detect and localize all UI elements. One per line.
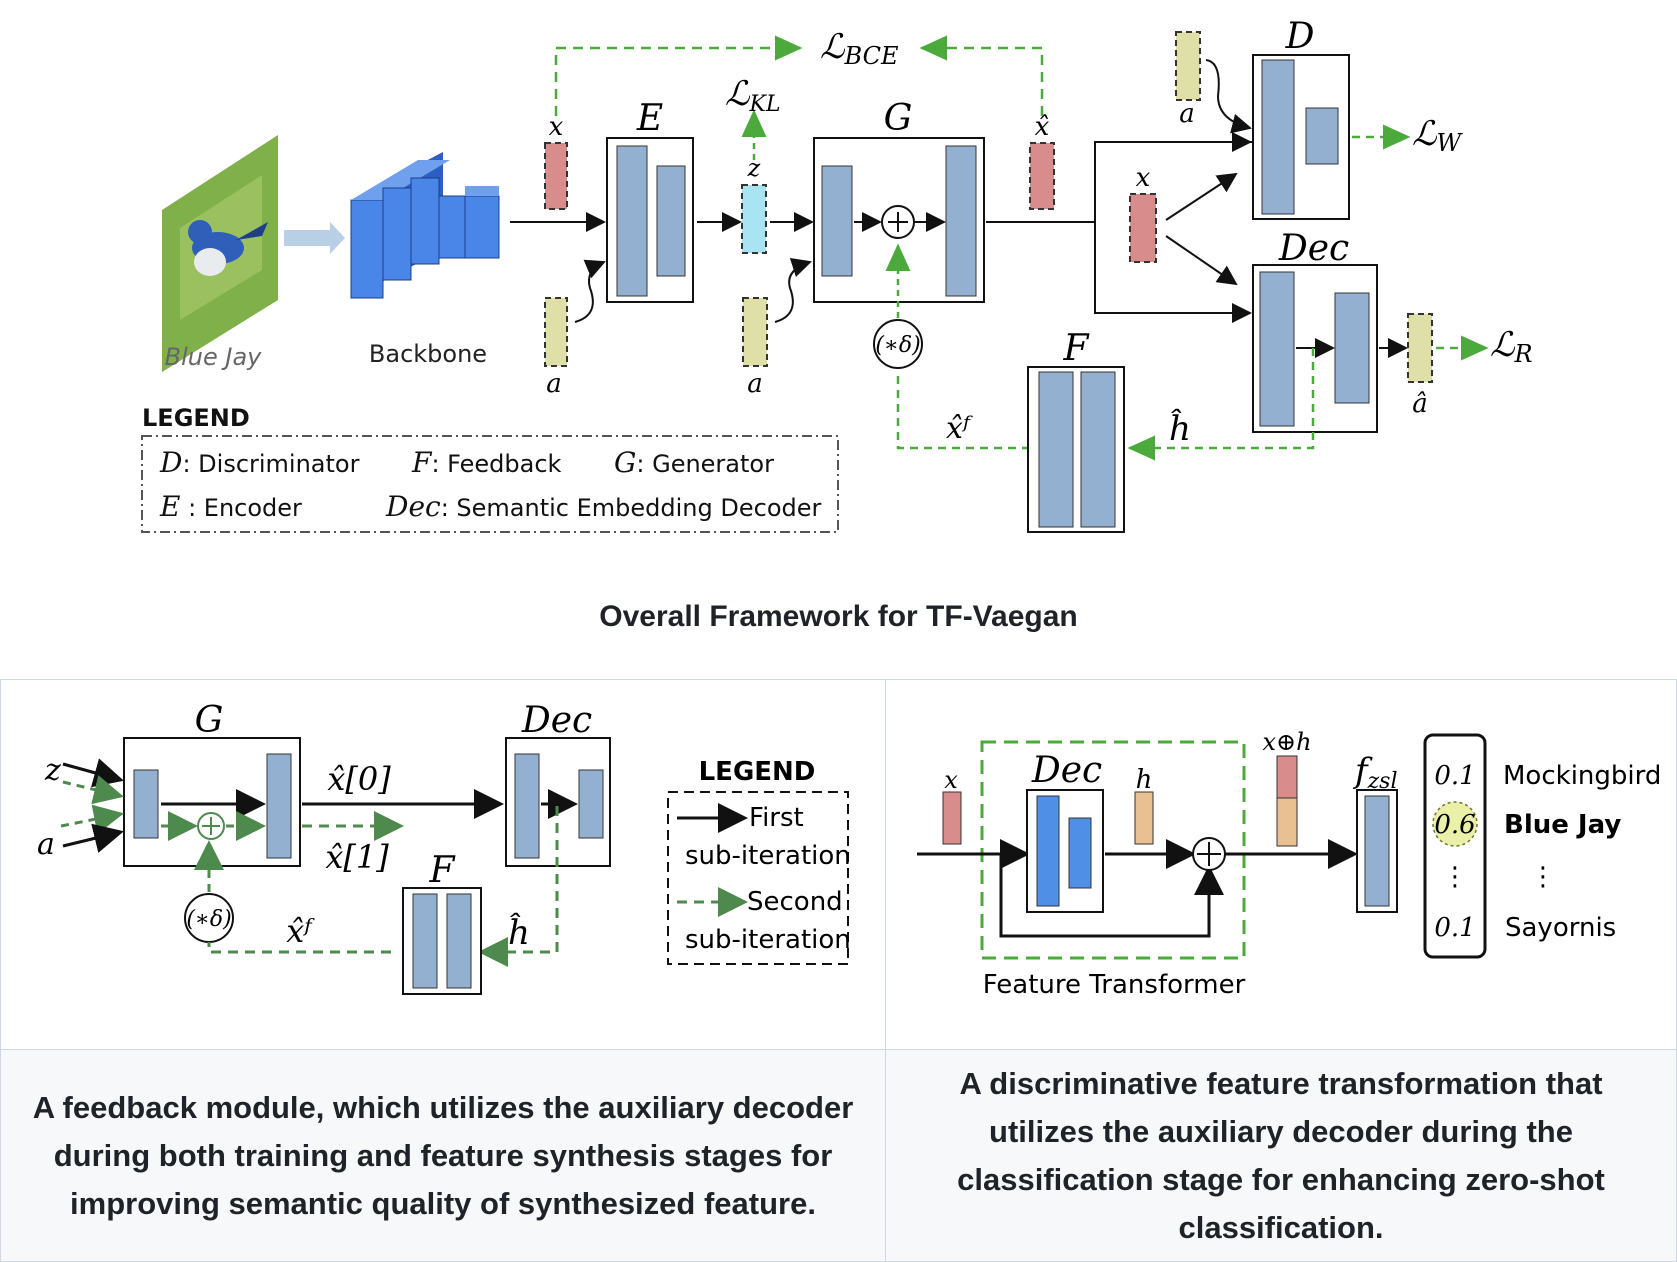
right-caption: A discriminative feature transformation … [885,1049,1677,1262]
rp-score-0: 0.1 [1434,761,1475,791]
generator-block [813,137,985,303]
rp-score-2: 0.1 [1434,913,1475,943]
delta-scaling [873,319,923,369]
feature-transformer-label: Feature Transformer [983,970,1246,1000]
svg-text:Dec: Semantic Embedding Decode: Dec: Semantic Embedding Decoder [385,490,821,523]
xhat-f-label: x̂ᶠ [946,411,973,446]
rp-xh-label: x⊕h [1262,728,1311,756]
x-real-label: x [1136,163,1151,193]
lp-z-label: z [44,753,61,788]
rp-h-label: h [1136,765,1153,795]
overall-framework-diagram: Blue Jay Backbone x a E z ℒKL a [141,16,1533,533]
feedback-block [1027,366,1125,533]
lp-legend-title: LEGEND [699,757,816,787]
encoder-block [606,137,694,303]
blue-jay-image [162,135,278,372]
feature-transformer-diagram: Feature Transformer x Dec h x⊕h fzsl 0.1… [917,728,1661,1000]
rp-class-1: Blue Jay [1504,810,1621,840]
rp-x-feature [942,791,962,845]
lp-a-label: a [37,827,55,862]
lp-xhat1-label: x̂[1] [325,838,389,876]
bottom-table: A feedback module, which utilizes the au… [0,679,1677,1262]
x-feature-real [1129,193,1157,263]
rp-score-highlight [1432,801,1478,847]
ahat-label: â [1412,389,1428,419]
rp-score-ellipsis: ⋮ [1442,862,1468,892]
hhat-label: ĥ [1169,408,1191,449]
rp-class-2: Sayornis [1505,913,1616,943]
rp-h-feature [1134,791,1154,845]
a-feature-encoder [544,297,568,367]
decoder-label: Dec [1278,228,1349,269]
legend-box [141,435,839,533]
svg-text:D: Discriminator: D: Discriminator [159,446,360,479]
z-feature [741,184,767,254]
lp-legend-first: First [749,803,804,833]
lp-feedback-label: F [429,850,457,891]
a-label-generator: a [747,369,763,399]
lp-hhat-label: ĥ [508,912,530,953]
ahat-feature [1407,313,1433,383]
discriminator-block [1252,54,1350,220]
image-label: Blue Jay [165,343,263,371]
rp-score-1: 0.6 [1434,810,1475,840]
svg-text:G: Generator: G: Generator [614,446,774,479]
a-label-encoder: a [546,369,562,399]
discriminator-label: D [1285,16,1315,57]
lp-legend-box [667,791,849,965]
rp-class-ellipsis: ⋮ [1530,862,1556,892]
rp-class-0: Mockingbird [1503,761,1661,791]
x-label: x [549,112,564,142]
generator-label: G [884,98,913,139]
feedback-module-diagram: G z a (∗δ) x̂ᶠ x̂[0] x̂[1] Dec ĥ F LEGEN… [37,700,851,995]
z-label: z [747,154,761,182]
loss-r: ℒR [1490,325,1533,368]
legend-entries: D: Discriminator F: Feedback G: Generato… [159,446,821,523]
rp-xh-feature-bottom [1276,797,1298,847]
delta-label: (∗δ) [875,333,920,358]
lp-legend-second: Second [747,887,843,917]
rp-decoder-label: Dec [1031,750,1102,791]
lp-legend-first-sub: sub-iteration [685,841,851,871]
rp-fzsl-label: fzsl [1352,751,1398,794]
lp-xhat0-label: x̂[0] [327,760,391,798]
backbone-label: Backbone [369,340,487,368]
rp-x-label: x [944,766,958,794]
a-feature-discriminator [1175,31,1201,101]
feedback-label: F [1063,328,1091,369]
lp-delta-label: (∗δ) [186,907,231,932]
x-feature [544,142,568,210]
decoder-block [1252,264,1378,433]
loss-w: ℒW [1412,114,1464,157]
legend-title: LEGEND [142,404,250,432]
lp-generator-label: G [195,700,224,741]
encoder-label: E [636,98,663,139]
rp-xh-feature-top [1276,755,1298,799]
feature-transformer-box [980,740,1246,960]
xhat-feature [1029,142,1055,210]
a-label-discriminator: a [1179,99,1195,129]
left-caption: A feedback module, which utilizes the au… [0,1049,886,1262]
a-feature-generator [742,297,768,367]
loss-kl: ℒKL [725,74,781,117]
svg-text:E : Encoder: E : Encoder [159,490,302,523]
figure-title: Overall Framework for TF-Vaegan [599,600,1078,633]
loss-bce: ℒBCE [820,27,899,70]
lp-decoder-label: Dec [521,700,592,741]
lp-legend-second-sub: sub-iteration [685,925,851,955]
xhat-label: x̂ [1035,112,1050,142]
lp-xhat-f-label: x̂ᶠ [286,912,315,950]
backbone-icon [350,152,500,299]
svg-text:F: Feedback: F: Feedback [411,446,562,479]
